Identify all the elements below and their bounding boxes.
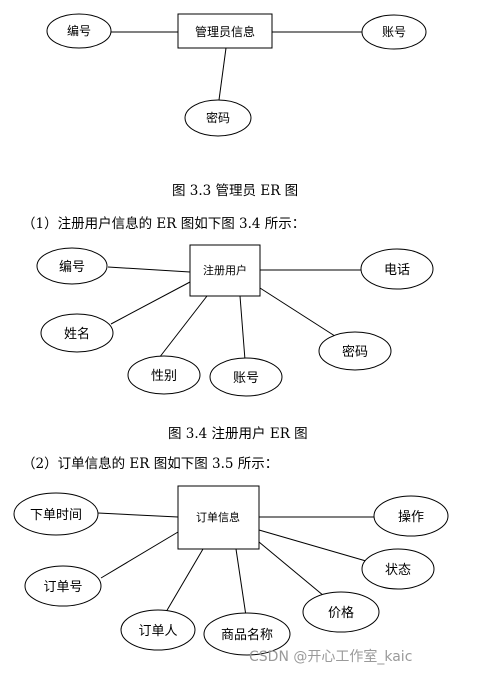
er-diagram-admin: 管理员信息 编号 账号 密码 [46,13,427,137]
relation-line [158,295,208,359]
attribute-label: 价格 [328,605,354,621]
relation-line [258,529,367,562]
figure-caption-3-4: 图 3.4 注册用户 ER 图 [168,426,308,442]
relation-line [239,295,246,361]
attribute-label: 账号 [233,371,259,386]
attribute-ellipse [24,565,102,607]
attribute-label: 电话 [384,263,410,278]
entity-label: 注册用户 [203,263,247,277]
relation-line [110,281,191,325]
relation-line [258,541,325,597]
attribute-ellipse [361,14,427,50]
attribute-ellipse [36,247,108,285]
entity-box [177,13,273,49]
relation-line [165,548,204,613]
attribute-ellipse [184,99,252,137]
attribute-label: 性别 [151,369,177,384]
figure-caption-3-3: 图 3.3 管理员 ER 图 [172,183,299,199]
entity-label: 订单信息 [196,510,240,524]
entity-box [177,485,260,550]
attribute-ellipse [302,591,380,633]
csdn-watermark: CSDN @开心工作室_kaic [249,649,413,665]
entity-box [189,244,261,297]
attribute-ellipse [209,357,283,397]
attribute-ellipse [120,609,196,651]
relation-line [235,548,247,617]
attribute-label: 账号 [382,25,406,39]
attribute-label: 订单号 [43,580,82,595]
paragraph-figure-3-5-intro: （2）订单信息的 ER 图如下图 3.5 所示： [22,456,279,472]
attribute-label: 密码 [206,110,230,125]
attribute-ellipse [40,313,114,353]
attribute-ellipse [127,355,201,395]
relation-line [259,287,339,339]
er-diagram-order: 订单信息 下单时间 操作 订单号 状态 订单人 商品名称 价格 [13,485,449,656]
attribute-label: 密码 [342,344,368,360]
relation-line [107,266,191,273]
er-diagram-registered-user: 注册用户 编号 电话 姓名 性别 账号 密码 [36,244,434,397]
attribute-label: 状态 [385,563,411,578]
attribute-label: 订单人 [138,624,177,639]
attribute-ellipse [361,548,435,590]
paragraph-figure-3-4-intro: （1）注册用户信息的 ER 图如下图 3.4 所示： [22,216,306,232]
relation-line [218,47,227,101]
attribute-label: 下单时间 [30,508,82,523]
attribute-ellipse [13,492,99,536]
attribute-label: 编号 [59,260,85,275]
attribute-ellipse [318,331,392,371]
attribute-label: 操作 [398,509,424,525]
attribute-ellipse [203,612,291,656]
attribute-ellipse [373,495,449,537]
relation-line [100,531,179,579]
attribute-ellipse [360,248,434,290]
relation-line [97,512,179,518]
attribute-label: 编号 [67,23,91,38]
entity-label: 管理员信息 [195,24,255,39]
attribute-ellipse [46,13,112,49]
attribute-label: 商品名称 [221,627,273,643]
attribute-label: 姓名 [64,326,90,342]
